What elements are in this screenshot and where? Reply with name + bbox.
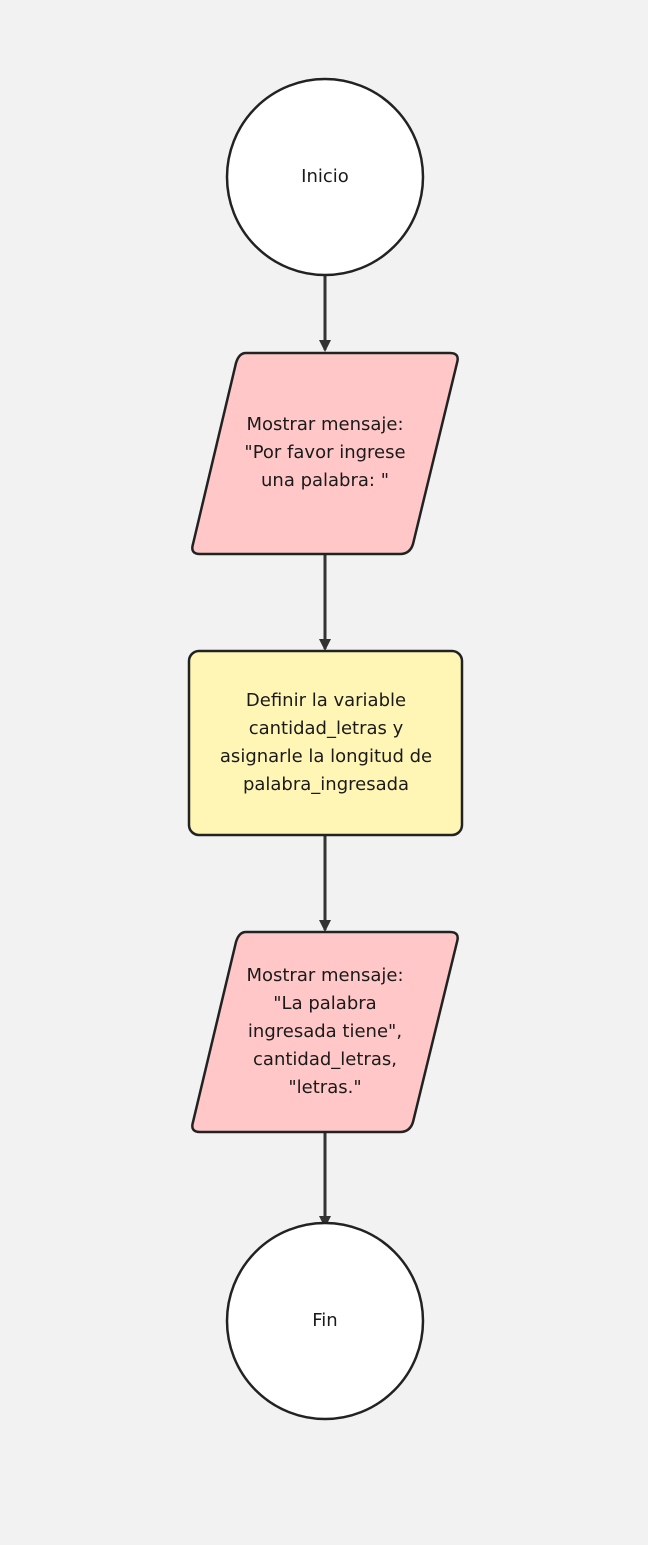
process-count-rectangle bbox=[187, 649, 464, 837]
end-terminal bbox=[225, 1221, 425, 1421]
start-terminal bbox=[225, 77, 425, 277]
end-label: Fin bbox=[312, 1310, 338, 1331]
input-prompt-label: Mostrar mensaje: "Por favor ingrese una … bbox=[244, 414, 406, 491]
output-result-parallelogram bbox=[191, 930, 459, 1134]
input-prompt-parallelogram bbox=[191, 351, 459, 556]
output-result-label: Mostrar mensaje: "La palabra ingresada t… bbox=[246, 965, 404, 1098]
start-label: Inicio bbox=[301, 166, 349, 187]
process-count-label: Definir la variable cantidad_letras y as… bbox=[219, 690, 433, 795]
